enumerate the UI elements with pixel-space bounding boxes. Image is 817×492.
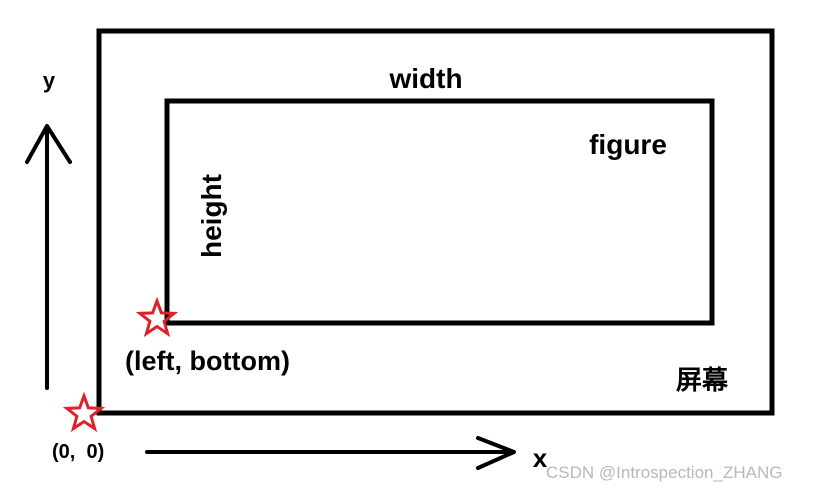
width-label: width <box>388 63 462 94</box>
figure-label: figure <box>589 129 667 160</box>
y-axis-arrow <box>25 124 72 390</box>
screen-label: 屏幕 <box>676 365 729 395</box>
height-label: height <box>196 174 227 258</box>
origin-label: (0, 0) <box>52 441 104 463</box>
corner-star-icon <box>135 296 179 338</box>
watermark: CSDN @Introspection_ZHANG <box>546 463 782 482</box>
x-axis-label: x <box>533 443 548 473</box>
x-axis-arrow <box>145 436 516 470</box>
y-axis-label: y <box>43 68 56 93</box>
figure-rect <box>164 98 715 326</box>
screen-rect <box>96 28 775 416</box>
left-bottom-label: (left, bottom) <box>125 346 290 376</box>
origin-star-icon <box>62 391 106 433</box>
